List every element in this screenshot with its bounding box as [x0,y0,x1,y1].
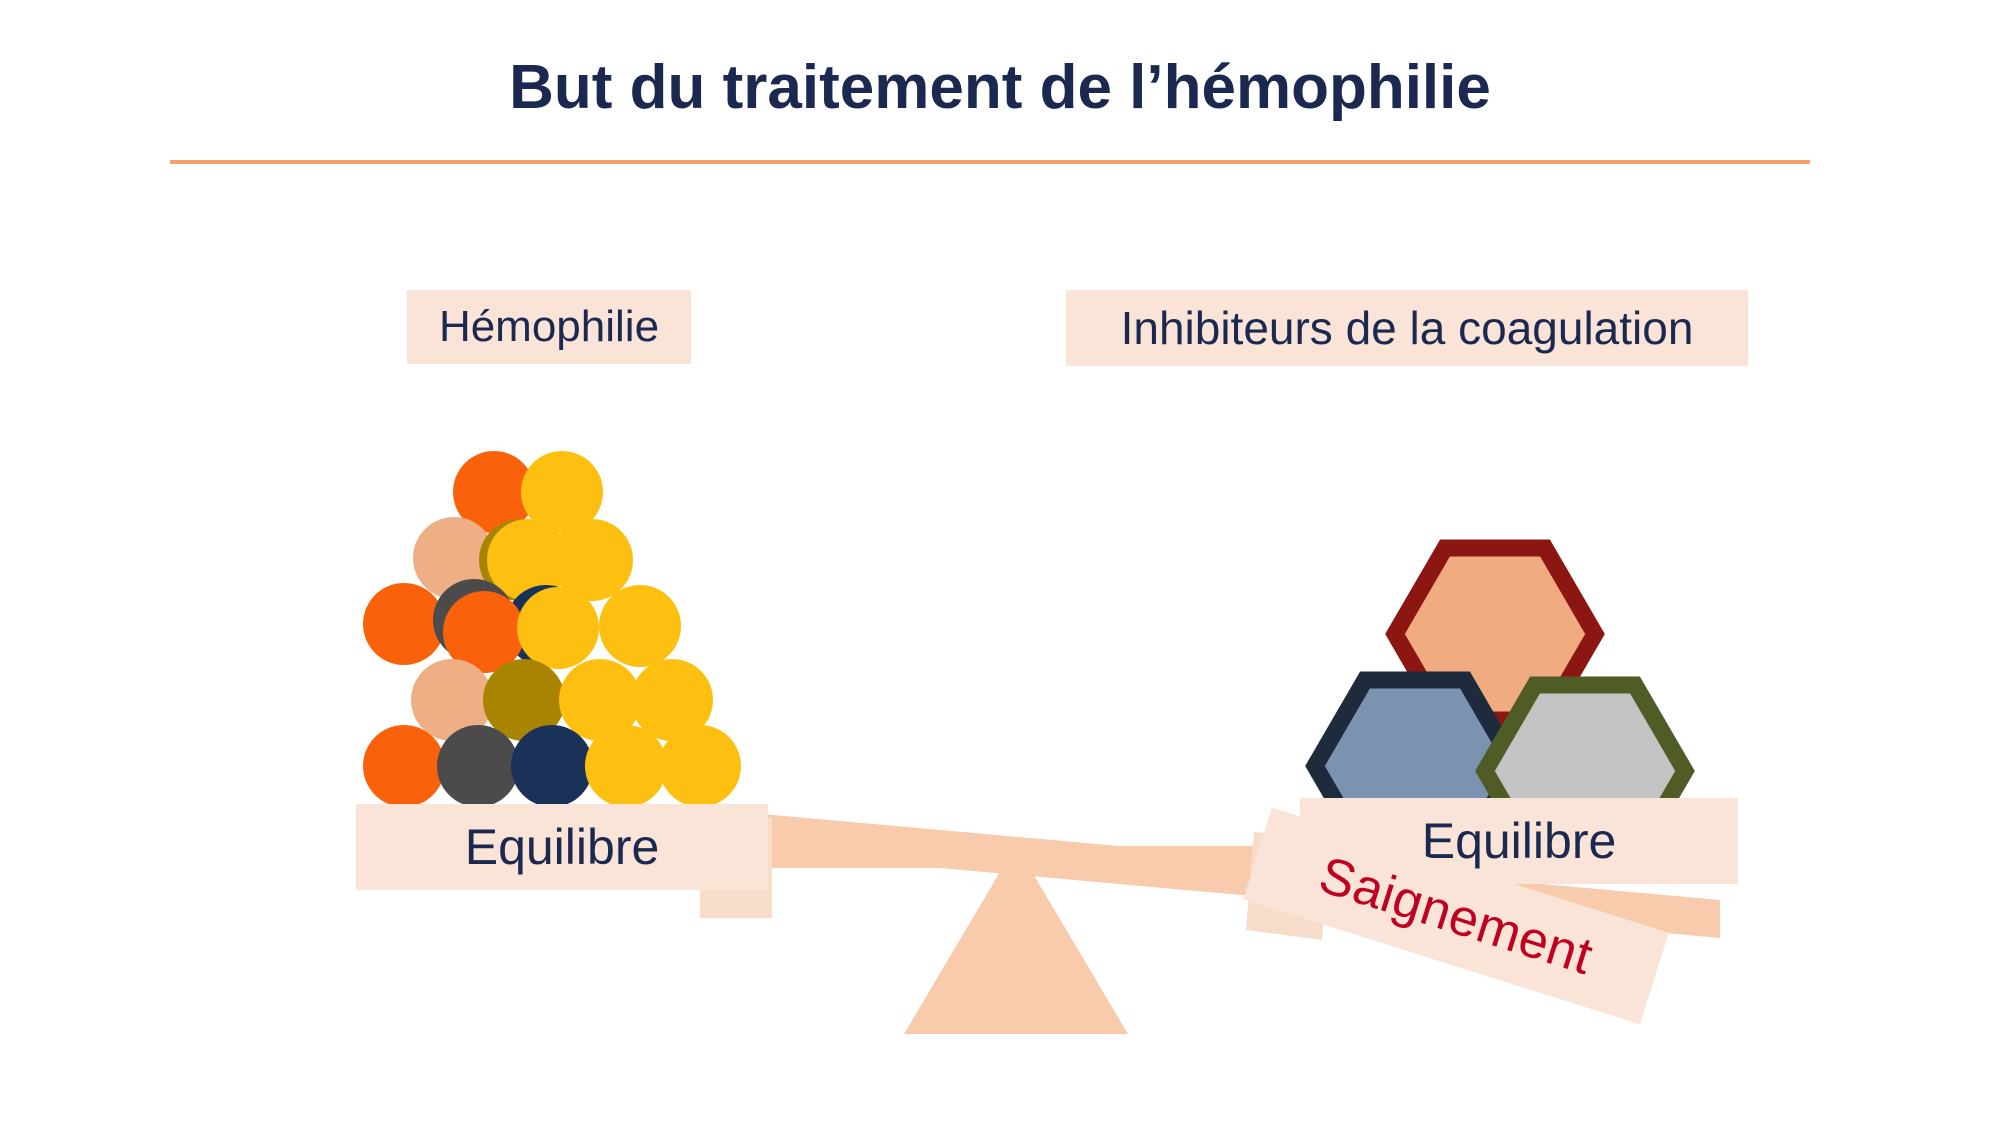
clot-factor-circle [363,725,445,807]
plate-right-label: Equilibre [1421,813,1617,869]
balance-fulcrum [904,845,1128,1034]
clot-factor-circle [599,585,681,667]
clot-factor-circle [511,725,593,807]
clot-factor-circle [517,587,599,669]
page-title: But du traitement de l’hémophilie [509,53,1491,122]
label-hemophilie-text: Hémophilie [438,302,660,351]
plate-left-label: Equilibre [464,819,660,875]
clot-factor-circle [659,725,741,807]
clot-factor-circle [437,725,519,807]
title-divider [170,160,1810,164]
label-inhibiteurs-text: Inhibiteurs de la coagulation [1120,302,1694,354]
clot-factor-circle [585,725,667,807]
plate-left-equilibre: Equilibre [356,804,768,890]
label-inhibiteurs: Inhibiteurs de la coagulation [1066,290,1748,366]
clot-factor-circle [363,583,445,665]
label-hemophilie: Hémophilie [407,290,691,364]
